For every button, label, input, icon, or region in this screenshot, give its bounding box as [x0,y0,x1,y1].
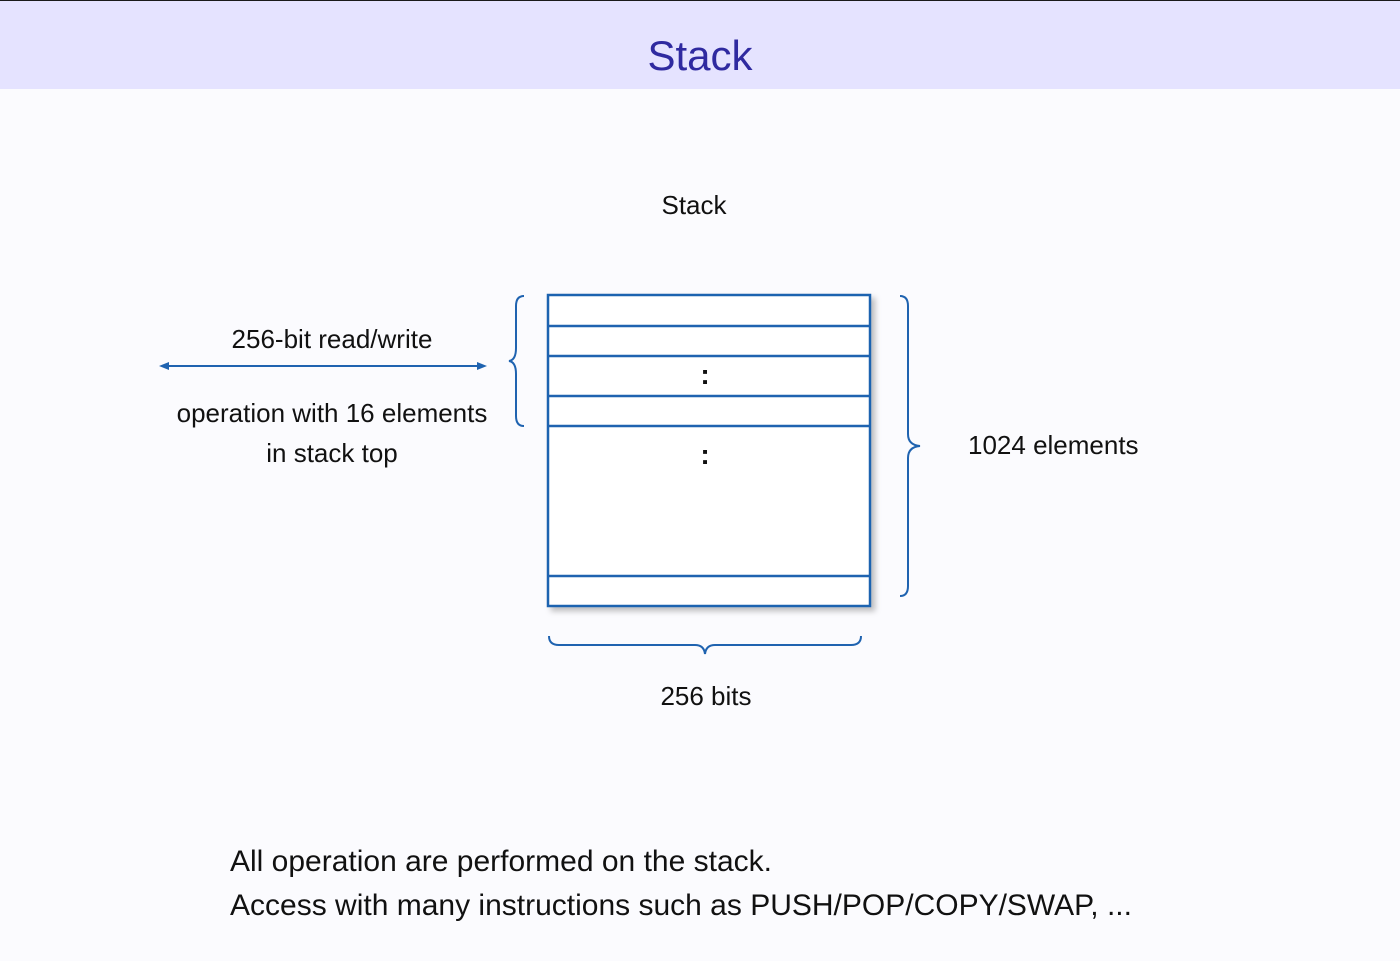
bottom-brace [548,635,862,655]
read-write-label: 256-bit read/write [231,324,433,354]
top-rule [0,0,1400,1]
footer-line-2: Access with many instructions such as PU… [230,889,1132,922]
stack-box [546,293,872,608]
diagram-heading: Stack [661,190,727,220]
title-bar [0,1,1400,89]
left-brace [508,295,525,427]
operation-desc-line1: operation with 16 elements [176,398,488,428]
stack-ellipsis-top: : [700,359,709,390]
elements-count-label: 1024 elements [968,430,1139,460]
stack-ellipsis-mid: : [700,439,709,470]
operation-desc-line2: in stack top [266,438,398,468]
slide-title: Stack [647,32,753,79]
footer-notes: All operation are performed on the stack… [230,840,1132,928]
footer-line-1: All operation are performed on the stack… [230,845,772,878]
bit-width-label: 256 bits [660,681,752,711]
right-brace [899,295,921,597]
